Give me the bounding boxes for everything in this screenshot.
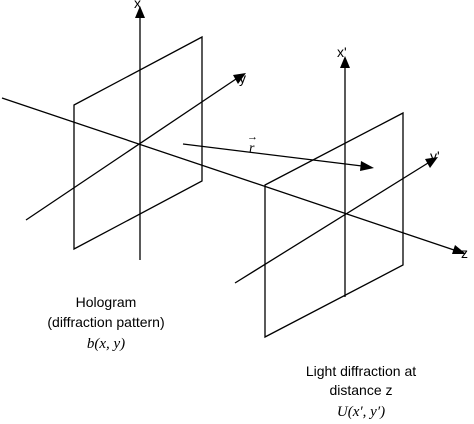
z-axis-line: [1, 97, 455, 251]
diffraction-function: U(x′, y′): [337, 404, 385, 420]
y-axis-arrowhead: [233, 73, 246, 84]
x-prime-axis-label: x': [337, 44, 347, 60]
x-axis-arrowhead: [135, 6, 145, 18]
diffraction-caption-line2: distance z: [329, 382, 392, 398]
z-axis-arrowhead: [452, 245, 466, 254]
diffraction-caption-line1: Light diffraction at: [306, 363, 416, 379]
hologram-function: b(x, y): [87, 336, 125, 352]
hologram-plane: [73, 35, 203, 251]
observation-plane: [264, 111, 404, 339]
r-vector-arrow-symbol: →: [247, 131, 258, 143]
hologram-subtitle: (diffraction pattern): [47, 314, 164, 330]
r-vector-arrowhead: [360, 161, 374, 171]
x-axis-label: x: [134, 0, 141, 11]
y-axis-label: y: [239, 70, 246, 86]
y-axis-line: [25, 78, 237, 221]
hologram-title: Hologram: [76, 294, 137, 310]
x-prime-axis-arrowhead: [340, 56, 350, 68]
z-axis-label: z: [461, 245, 468, 261]
r-vector-line: [182, 143, 363, 167]
y-prime-axis-label: y': [430, 148, 440, 164]
r-vector-label: r: [249, 141, 255, 156]
y-prime-axis-line: [234, 162, 429, 284]
y-prime-axis-arrowhead: [425, 157, 438, 168]
